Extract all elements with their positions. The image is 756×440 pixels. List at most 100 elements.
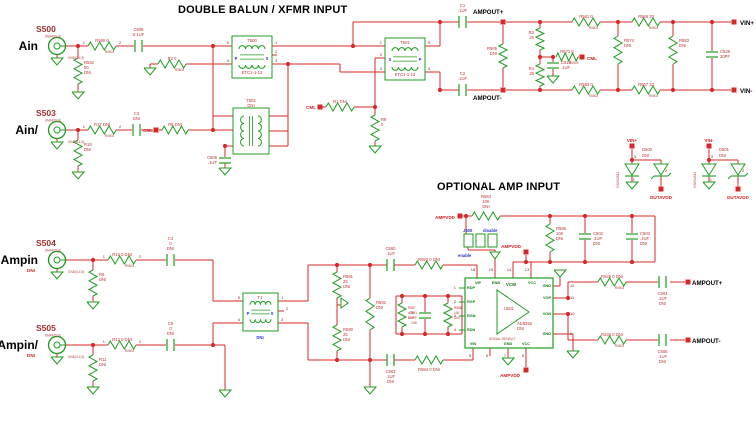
capacitor-label-C509: .1UF — [208, 160, 218, 165]
junction-dot — [615, 87, 621, 93]
diode-zener-tick-D500 — [650, 175, 655, 180]
junction-dot — [422, 331, 428, 337]
resistor-R574 — [613, 35, 623, 65]
text-3: 3 — [275, 58, 278, 63]
junction-dot — [670, 19, 676, 25]
resistor-label-R591: DNI — [343, 284, 350, 289]
capacitor-label-C561: DNI — [412, 321, 418, 325]
connector-gnd-S503: GND(3,4,5) — [68, 140, 84, 144]
connector-gnd-S505: GND(3,4,5) — [68, 355, 84, 359]
capacitor-label-C505: .1UF — [658, 354, 668, 359]
jumper-pad-J500 — [475, 233, 486, 248]
ground-symbol — [702, 181, 717, 190]
text-D500: D500 — [642, 147, 653, 152]
resistor-R3 — [534, 27, 546, 51]
resistor-label-R587: 4.3K — [408, 311, 415, 315]
resistor-R8 — [369, 114, 381, 142]
junction-dot — [334, 262, 340, 268]
junction-dot — [285, 61, 291, 67]
resistor-R561 — [571, 17, 601, 27]
amp-pin-name: RDN — [467, 328, 475, 332]
resistor-label-R588: 100 — [454, 311, 460, 315]
section-title-amp: OPTIONAL AMP INPUT — [437, 181, 561, 193]
junction-dot — [210, 43, 216, 49]
capacitor-label-C503: C503 — [640, 231, 651, 236]
resistor-label-R535: R535 0 DNI — [601, 274, 623, 279]
resistor-label-R571: R571 0 — [560, 49, 574, 54]
junction-dot — [75, 43, 81, 49]
ground-symbol — [71, 91, 86, 100]
capacitor-label-C5: C5 — [168, 321, 174, 326]
jumper-buffer-triangle — [489, 251, 501, 260]
diode-D501 — [701, 163, 717, 176]
resistor-label-R583: R583 — [679, 38, 690, 43]
connector-type-S503: SMAEDGE — [45, 119, 61, 123]
resistor-R566 — [631, 17, 661, 27]
junction-dot — [537, 19, 543, 25]
resistor-R584 — [471, 211, 501, 221]
net-label-AMPVDD: AMPVDD — [435, 215, 456, 220]
net-label-CML: CML — [587, 56, 597, 61]
resistor-label-R591: 25 — [343, 279, 348, 284]
resistor-label-R12: R12 0 DNI — [112, 337, 132, 342]
transformer-winding-T500 — [238, 64, 266, 69]
ground-symbol — [86, 301, 101, 310]
connector-type-S505: SMAEDGE — [45, 334, 61, 338]
text-1: 1 — [281, 295, 284, 300]
junction-dot — [334, 357, 340, 363]
ground-symbol — [218, 389, 233, 398]
text-1: 1 — [380, 40, 383, 45]
diode-D501 — [730, 163, 746, 176]
resistor-label-R2: R2 0 — [168, 56, 178, 61]
text-2: 2 — [380, 52, 383, 57]
resistor-label-R562: 50 — [84, 65, 89, 70]
capacitor-label-C2: C2 — [460, 71, 466, 76]
transformer-T501 — [384, 37, 426, 81]
resistor-R4 — [534, 63, 546, 87]
text-enable: enable — [458, 253, 472, 258]
transformer-winding-T1 — [249, 319, 272, 324]
net-square-VIN+ — [629, 143, 635, 149]
diode-D500 — [653, 163, 669, 176]
resistor-footprint-R560: R0603 — [105, 50, 115, 54]
transformer-winding-T1 — [249, 300, 272, 305]
net-square-CML — [153, 127, 159, 133]
connector-name-S504: Ampin — [1, 253, 38, 267]
ground-symbol — [553, 269, 568, 278]
net-square-AMPVDD — [523, 367, 529, 373]
amp-pin-num: 7 — [504, 353, 507, 358]
capacitor-label-C560: .1UF — [386, 251, 396, 256]
resistor-R10 — [107, 255, 137, 265]
diode-zener-tick-D501 — [727, 175, 732, 180]
capacitor-label-C563: DNI — [387, 379, 394, 384]
text-5: 5 — [227, 40, 230, 45]
resistor-label-R8: R8 — [381, 117, 387, 122]
ground-symbol — [501, 357, 516, 366]
text-5: 5 — [428, 40, 431, 45]
resistor-R9 — [87, 269, 99, 297]
junction-dot — [537, 54, 543, 60]
amp-pin-name: RGP — [467, 300, 476, 304]
net-label-AMPOUT-: AMPOUT- — [692, 338, 721, 345]
resistor-label-R18: R18 — [84, 142, 92, 147]
junction-dot — [90, 257, 96, 263]
net-square-CML — [579, 54, 585, 60]
resistor-R594 — [414, 355, 444, 365]
amp-body-U501 — [464, 277, 554, 349]
resistor-label-R584: 10K — [482, 199, 490, 204]
text-1: 1 — [275, 40, 278, 45]
text-S: S — [266, 56, 269, 61]
capacitor-label-C1: C1 — [460, 3, 466, 8]
amp-ref: U501 — [504, 306, 515, 311]
resistor-R567 — [631, 85, 661, 95]
net-square-DUTAVDD — [658, 186, 664, 192]
junction-dot — [709, 19, 715, 25]
capacitor-label-C504: .1UF — [658, 296, 668, 301]
transformer-winding-T501 — [391, 66, 419, 71]
text-DNI: DNI — [642, 153, 649, 158]
resistor-footprint-R571: R0603 — [569, 61, 579, 65]
junction-dot — [670, 87, 676, 93]
amp-pin-num: 11 — [570, 295, 575, 300]
capacitor-label-C504: C504 — [657, 291, 668, 296]
resistor-label-R567: R567 33 — [638, 82, 655, 87]
